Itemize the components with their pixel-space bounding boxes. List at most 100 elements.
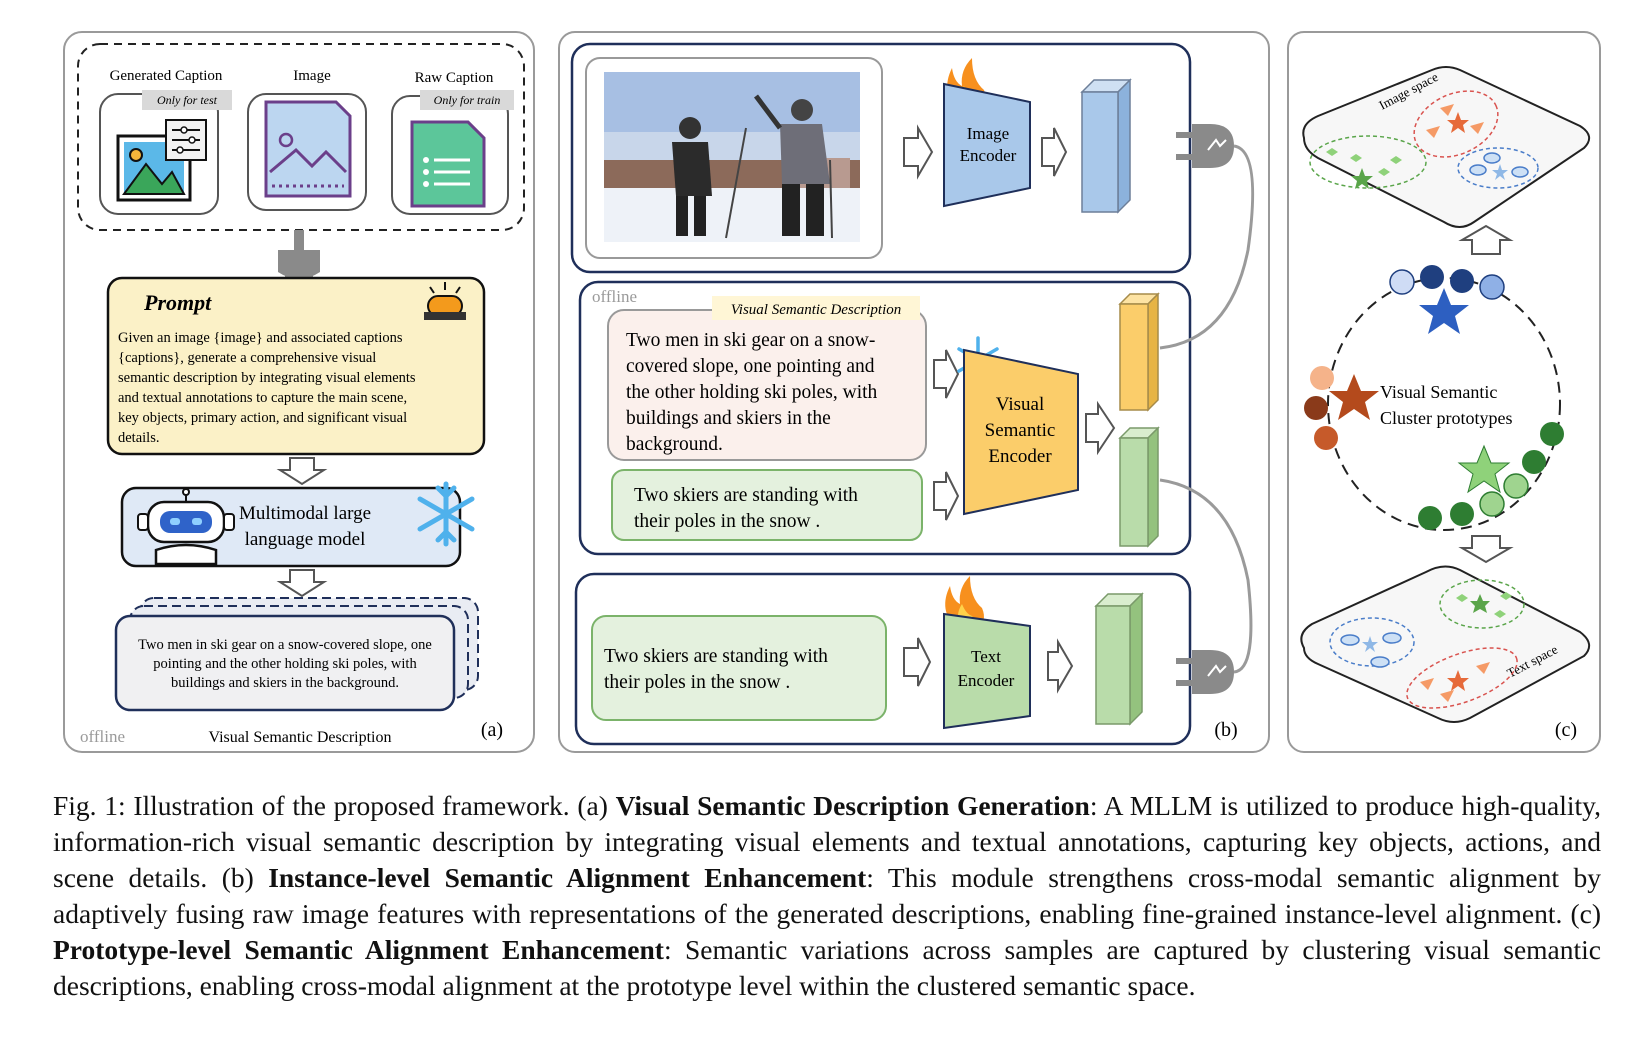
panel-c-frame: [1287, 31, 1601, 753]
description-line-3: buildings and skiers in the background.: [171, 675, 399, 691]
figure-caption: Fig. 1: Illustration of the proposed fra…: [53, 788, 1601, 1004]
mllm-label-line-1: Multimodal large: [239, 503, 371, 524]
panel-b-label: (b): [1214, 719, 1237, 741]
caption-b-heading: Instance-level Semantic Alignment Enhanc…: [268, 862, 867, 893]
right-arrow-text: [903, 637, 932, 687]
vsd-line-2: covered slope, one pointing and: [626, 356, 875, 377]
panel-b: Image Encoder offline Visual Semantic De…: [558, 31, 1270, 753]
caption-c-text: : Semantic variations across samples are…: [53, 934, 1601, 1001]
right-arrow-vs-features: [1085, 400, 1116, 456]
image-title: Image: [293, 68, 331, 84]
panel-a-offline-label: offline: [80, 727, 125, 746]
prompt-line-6: details.: [118, 430, 159, 446]
panel-c: Image space: [1287, 31, 1601, 753]
panel-a: Generated Caption Image Raw Caption Only…: [63, 31, 535, 753]
caption-a-text: : A MLLM is utilized to produce high-qua…: [53, 790, 1602, 893]
image-encoder-trapezoid: [943, 82, 1031, 208]
text-space-plane: Text space: [1300, 565, 1591, 723]
image-space-plane: Image space: [1302, 66, 1591, 228]
panel-a-label: (a): [481, 719, 503, 741]
right-arrow-caption: [933, 471, 960, 521]
caption-line-2: their poles in the snow .: [634, 511, 820, 532]
vs-encoder-line-2: Semantic: [985, 420, 1056, 441]
framework-figure: Generated Caption Image Raw Caption Only…: [63, 31, 1601, 753]
right-arrow-image-feature: [1041, 127, 1068, 177]
caption-prefix: Fig. 1: Illustration of the proposed fra…: [53, 790, 616, 821]
prompt-title: Prompt: [143, 290, 212, 315]
connector-bottom: [1159, 478, 1253, 674]
brown-star-icon: [1329, 374, 1379, 420]
vsd-tag-bg: [712, 296, 920, 320]
document-icon: [410, 120, 486, 208]
plug-icon-top: [1176, 124, 1234, 168]
generated-caption-tag-bg: [142, 90, 232, 110]
ski-photo: [604, 72, 860, 242]
vsd-line-4: buildings and skiers in the: [626, 408, 831, 429]
vsd-line-1: Two men in ski gear on a snow-: [626, 330, 875, 351]
description-line-1: Two men in ski gear on a snow-covered sl…: [138, 637, 432, 653]
image-feature-block: [1080, 78, 1132, 214]
snowflake-icon: [417, 481, 475, 547]
vsd-tag: Visual Semantic Description: [731, 302, 902, 318]
right-arrow-vsd: [933, 349, 960, 399]
right-arrow-text-feature: [1047, 638, 1074, 694]
caption-text-box: [611, 469, 923, 541]
blue-star-icon: [1419, 288, 1469, 334]
right-arrow-image: [903, 124, 934, 180]
green-star-icon: [1457, 444, 1511, 494]
image-file-icon: [264, 100, 352, 198]
raw-caption-tag: Only for train: [434, 93, 501, 107]
text-encoder-trapezoid: [943, 612, 1031, 730]
prompt-line-1: Given an image {image} and associated ca…: [118, 330, 403, 346]
prototype-ring: Visual Semantic Cluster prototypes: [1304, 265, 1564, 531]
text-encoder-line-2: Encoder: [958, 671, 1015, 690]
siren-icon: [424, 282, 466, 320]
panel-b-offline-label: offline: [592, 287, 637, 306]
prototype-label-line-1: Visual Semantic: [1380, 382, 1497, 402]
down-arrow-c: [1458, 535, 1514, 564]
vsd-feature-block: [1118, 292, 1160, 412]
prompt-line-4: and textual annotations to capture the m…: [118, 390, 407, 406]
vs-encoder-line-3: Encoder: [988, 446, 1052, 467]
connector-top: [1159, 144, 1255, 350]
caption-c-heading: Prototype-level Semantic Alignment Enhan…: [53, 934, 664, 965]
caption-line-1: Two skiers are standing with: [634, 485, 858, 506]
plug-icon-bottom: [1176, 650, 1234, 694]
prompt-box: [106, 276, 486, 456]
image-encoder-line-1: Image: [967, 124, 1009, 143]
text-input-line-2: their poles in the snow .: [604, 672, 790, 693]
panel-c-label: (c): [1555, 719, 1577, 741]
raw-caption-tag-bg: [420, 90, 514, 110]
text-input-box: [591, 615, 887, 721]
semantic-row-box: [578, 280, 1192, 556]
text-encoder-line-1: Text: [971, 647, 1001, 666]
generated-caption-tag: Only for test: [157, 93, 218, 107]
visual-semantic-encoder-trapezoid: [963, 348, 1079, 516]
panel-a-frame: [63, 31, 535, 753]
description-card: [114, 614, 456, 712]
prompt-line-5: key objects, primary action, and signifi…: [118, 410, 407, 426]
vsd-line-3: the other holding ski poles, with: [626, 382, 878, 403]
prompt-line-3: semantic description by integrating visu…: [118, 370, 416, 386]
panel-a-footer-label: Visual Semantic Description: [209, 729, 392, 746]
prompt-line-2: {captions}, generate a comprehensive vis…: [118, 350, 376, 366]
caption-b-text: : This module strengthens cross-modal se…: [53, 862, 1601, 929]
generated-caption-title: Generated Caption: [110, 68, 223, 84]
text-feature-block: [1094, 592, 1144, 726]
raw-caption-title: Raw Caption: [415, 70, 494, 86]
mllm-label-line-2: language model: [245, 529, 366, 550]
prototype-label-line-2: Cluster prototypes: [1380, 408, 1513, 428]
up-arrow: [1458, 224, 1514, 255]
text-input-line-1: Two skiers are standing with: [604, 646, 828, 667]
vs-encoder-line-1: Visual: [996, 394, 1044, 415]
robot-icon: [137, 488, 235, 566]
vsd-line-5: background.: [626, 434, 723, 455]
caption-a-heading: Visual Semantic Description Generation: [615, 790, 1090, 821]
description-line-2: pointing and the other holding ski poles…: [153, 656, 417, 672]
panel-b-frame: [558, 31, 1270, 753]
image-encoder-line-2: Encoder: [960, 146, 1017, 165]
generated-caption-icon: [116, 119, 207, 202]
down-arrow-2: [276, 569, 328, 598]
caption-feature-block: [1118, 426, 1160, 548]
down-arrow-1: [276, 457, 328, 486]
